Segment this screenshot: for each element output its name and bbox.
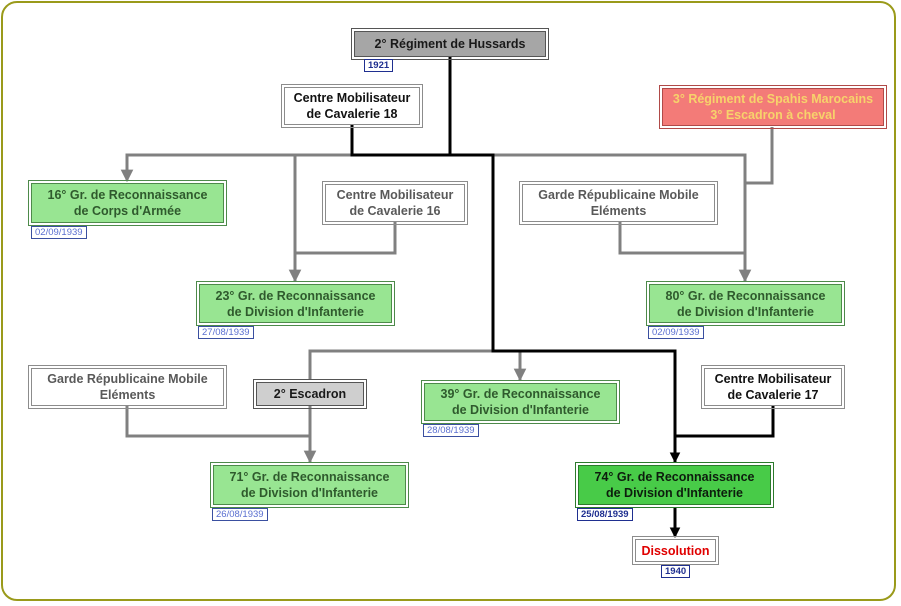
date-badge-gr71: 26/08/1939 (212, 508, 268, 521)
line-to-escadron (308, 349, 493, 380)
date-badge-dissolution: 1940 (661, 565, 691, 578)
date-badge-gr23: 27/08/1939 (198, 326, 254, 339)
date-badge-gr80: 02/09/1939 (648, 326, 704, 339)
line-spahis-join (745, 127, 774, 185)
date-badge-hussards: 1921 (364, 59, 394, 72)
line-to-gr16 (120, 153, 450, 183)
node-2e-regiment-hussards: 2° Régiment de Hussards (351, 28, 549, 60)
node-dissolution: Dissolution (632, 536, 719, 565)
line-cm16-to-gr23 (295, 222, 397, 255)
node-2e-escadron: 2° Escadron (253, 379, 367, 409)
line-main-trunk (448, 57, 681, 464)
line-grm-a-join (618, 222, 745, 255)
date-badge-gr74: 25/08/1939 (577, 508, 633, 521)
date-badge-gr39: 28/08/1939 (423, 424, 479, 437)
line-to-gr80 (450, 153, 752, 283)
line-cm18-join (350, 125, 450, 157)
line-cm17-join (675, 406, 775, 438)
line-grm-b-join (125, 406, 310, 438)
date-badge-gr16: 02/09/1939 (31, 226, 87, 239)
